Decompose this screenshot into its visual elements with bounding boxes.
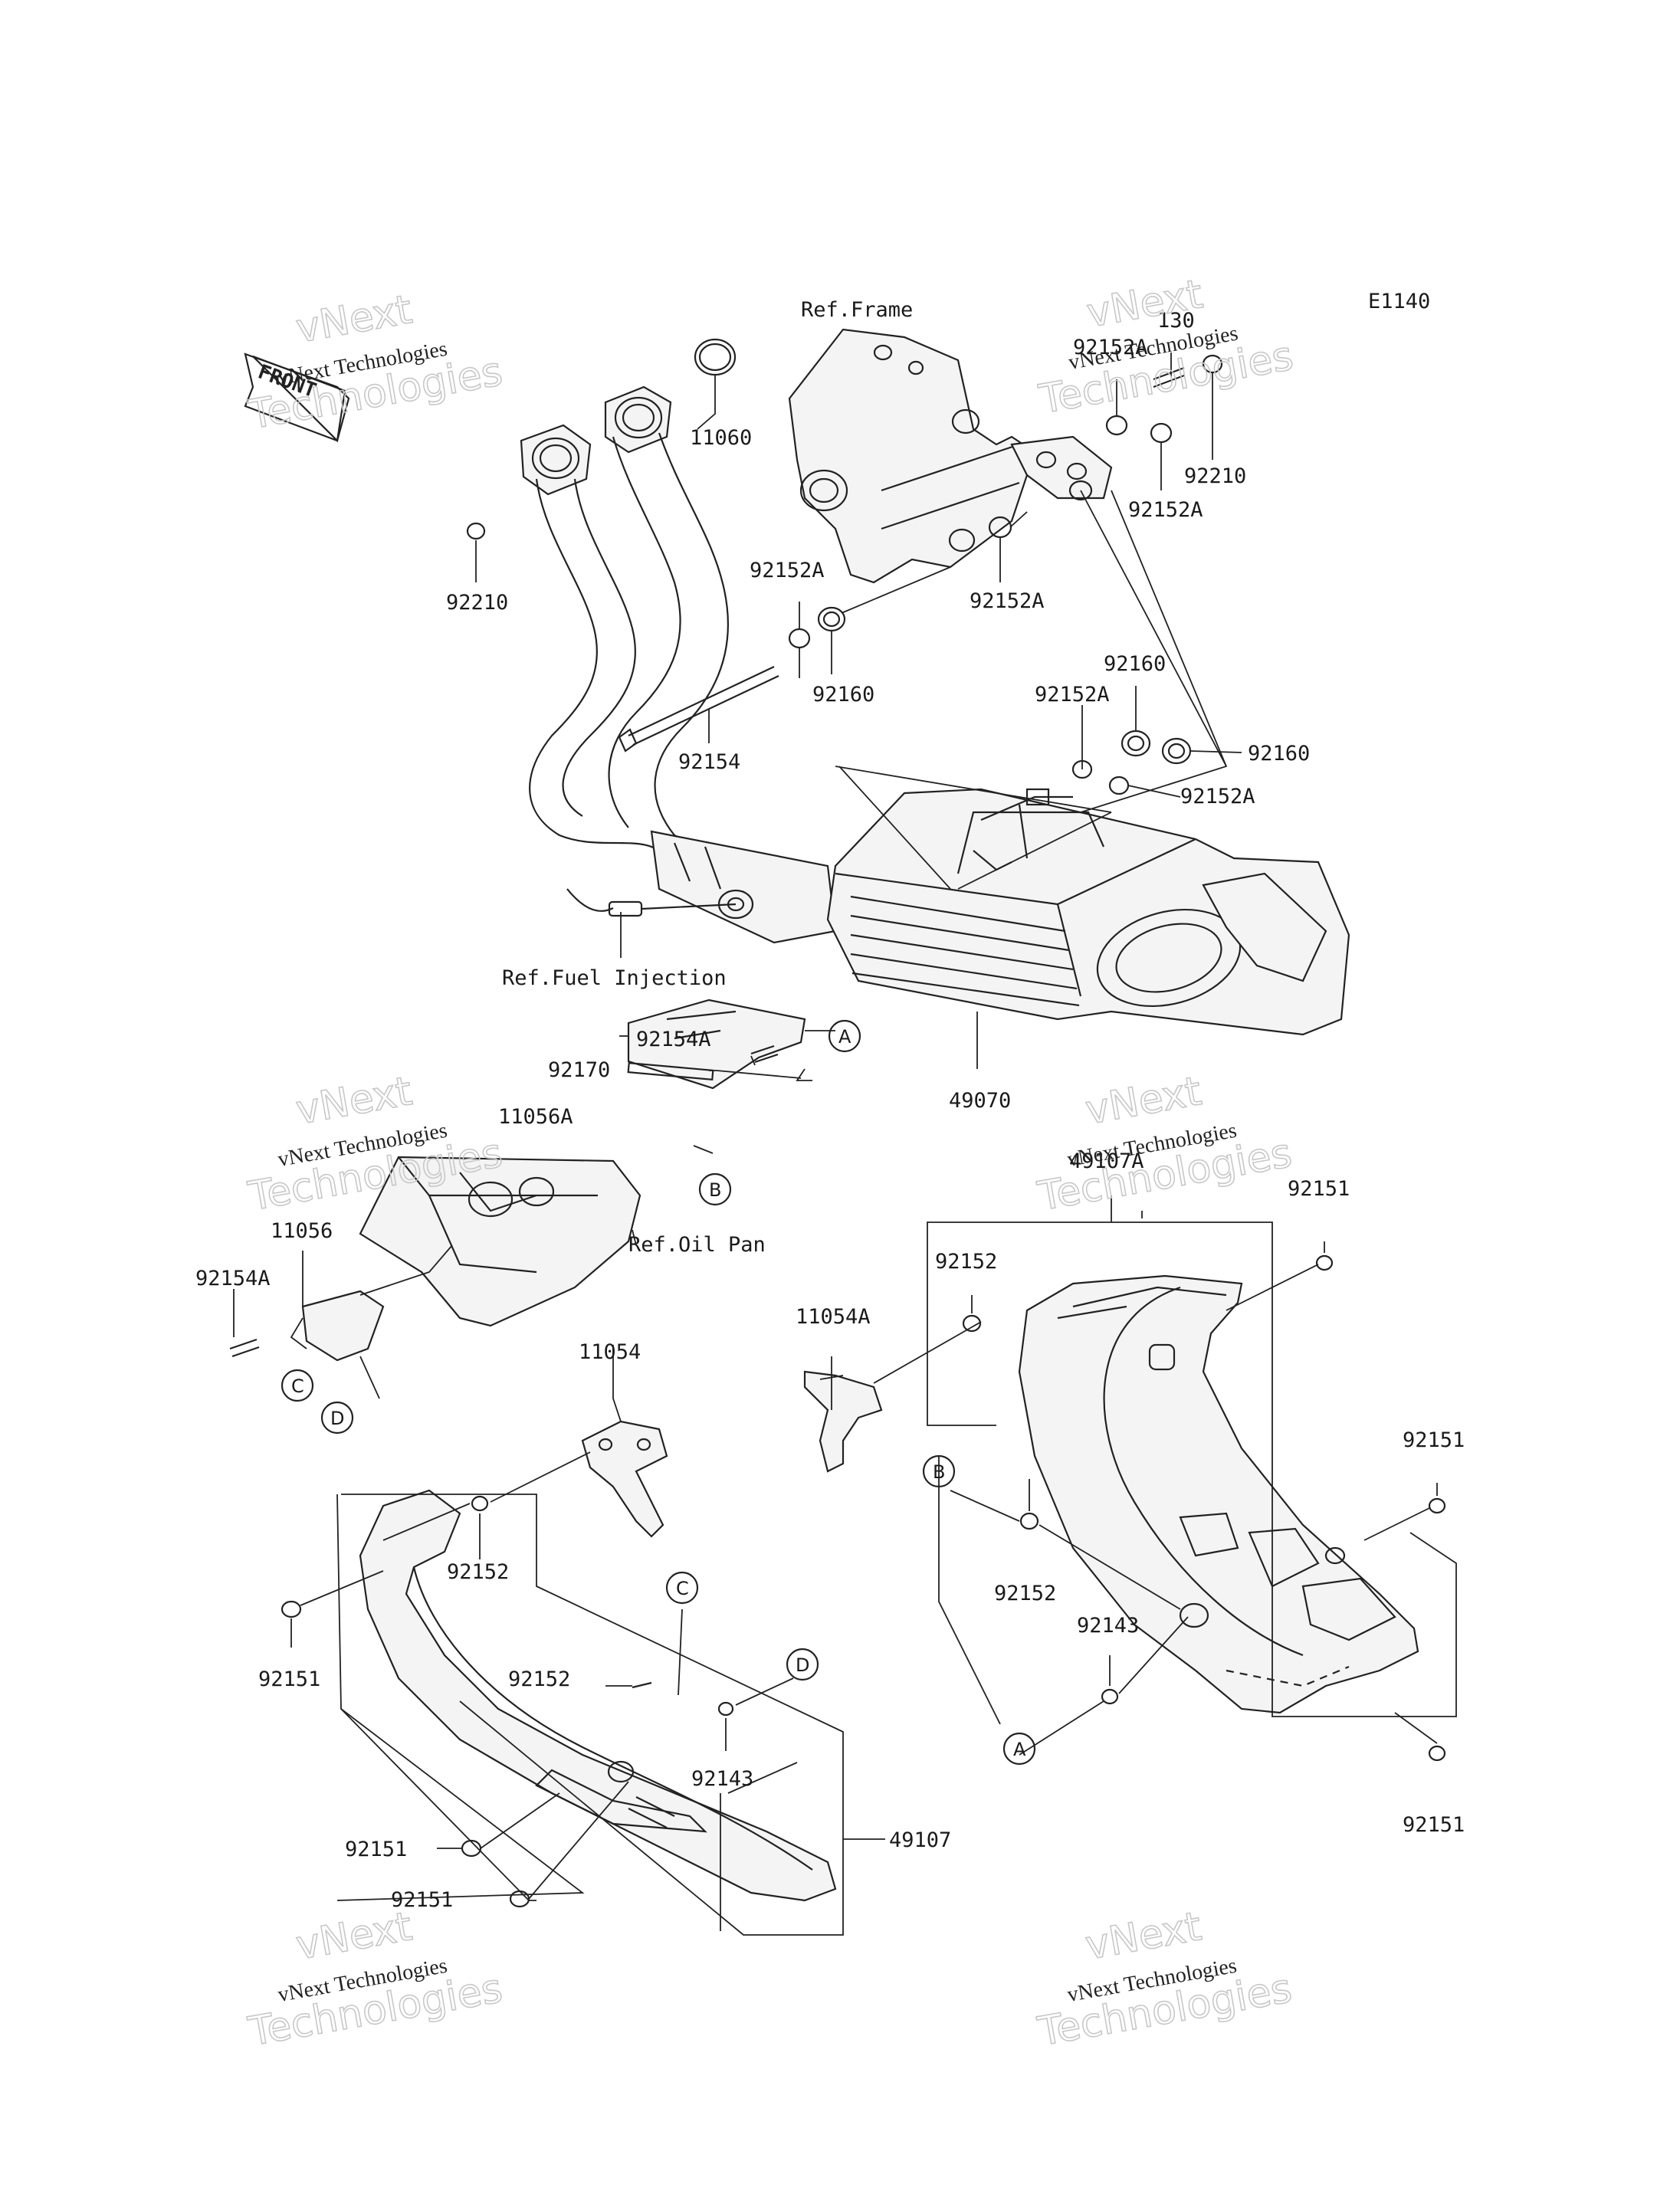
oil-pan-area (229, 998, 806, 1362)
plate-92170 (627, 1062, 714, 1080)
callout-A-top: A (828, 1019, 861, 1053)
callout-D-lower: D (786, 1648, 819, 1681)
callout-C-lower: C (665, 1571, 699, 1605)
svg-text:vNext: vNext (293, 1904, 415, 1969)
cover-49107 (359, 1420, 837, 1902)
callout-C-left: C (281, 1369, 314, 1402)
part-label-11054A: 11054A (796, 1305, 871, 1329)
part-label-92152-2: 92152 (447, 1560, 509, 1584)
part-label-130: 130 (1157, 309, 1195, 333)
svg-text:B: B (933, 1461, 945, 1483)
part-label-92152-3: 92152 (994, 1582, 1056, 1605)
part-label-92170: 92170 (548, 1058, 610, 1082)
exhaust-header-pipes (520, 338, 837, 944)
part-label-92151-6: 92151 (391, 1888, 453, 1912)
part-label-92154A-2: 92154A (195, 1267, 271, 1290)
grommet-92160-cover (1148, 1343, 1176, 1371)
bracket-11054 (581, 1420, 668, 1538)
part-label-49107A: 49107A (1069, 1149, 1144, 1173)
hardware-lower (281, 1254, 1446, 1908)
part-label-92154: 92154 (678, 750, 740, 774)
callout-D-left: D (320, 1401, 354, 1435)
part-label-92152-4: 92152 (508, 1667, 570, 1691)
svg-text:vNext: vNext (1082, 1904, 1205, 1969)
part-label-92210-right: 92210 (1184, 464, 1246, 488)
nut-92210-left (466, 522, 486, 540)
bracket-11054A (803, 1370, 883, 1473)
part-label-92152A-6: 92152A (1180, 785, 1255, 808)
ref-frame-label: Ref.Frame (801, 298, 913, 322)
part-label-92143-2: 92143 (691, 1767, 753, 1791)
part-label-92154A-1: 92154A (636, 1028, 711, 1051)
part-label-92151-2: 92151 (1403, 1428, 1465, 1452)
watermark-mid-right: vNext vNext Technologies Technologies (1034, 1067, 1296, 1221)
bolt-130 (1153, 366, 1185, 389)
part-label-92152-1: 92152 (935, 1250, 997, 1274)
nut-92210-right (1202, 354, 1223, 374)
svg-text:A: A (838, 1026, 851, 1048)
callouts: A B C D B A C D (281, 1019, 1036, 1766)
part-label-92151-5: 92151 (345, 1838, 407, 1861)
part-label-11056: 11056 (271, 1219, 333, 1243)
part-label-11060: 11060 (690, 426, 752, 450)
muffler-49070 (826, 788, 1350, 1036)
frame-bracket (788, 328, 1113, 584)
cover-49107A (803, 1274, 1419, 1714)
part-label-11056A: 11056A (498, 1105, 573, 1129)
part-label-11054: 11054 (579, 1340, 641, 1364)
watermark-top-left: vNext vNext Technologies Technologies (244, 286, 507, 439)
part-label-92151-3: 92151 (258, 1667, 320, 1691)
part-label-92160-1: 92160 (812, 683, 874, 707)
watermarks: vNext vNext Technologies Technologies vN… (244, 271, 1298, 2056)
part-label-92151-4: 92151 (1403, 1813, 1465, 1837)
bracket-11056 (301, 1290, 385, 1362)
callout-B-right: B (922, 1454, 956, 1488)
svg-text:C: C (676, 1578, 689, 1599)
svg-text:D: D (796, 1654, 809, 1676)
part-label-92152A-2: 92152A (1128, 498, 1203, 522)
part-label-49070: 49070 (949, 1089, 1011, 1113)
svg-text:vNext: vNext (1082, 1068, 1205, 1133)
bolt-92154A (750, 1044, 779, 1064)
ref-oil-pan-label: Ref.Oil Pan (628, 1233, 766, 1257)
watermark-top-right: vNext vNext Technologies Technologies (1035, 271, 1297, 424)
part-label-92160-3: 92160 (1248, 742, 1310, 766)
part-label-92143-1: 92143 (1077, 1614, 1139, 1638)
watermark-bottom-left: vNext vNext Technologies Technologies (244, 1903, 507, 2056)
bolt-92154A-lower (229, 1338, 260, 1358)
callout-B-top: B (698, 1172, 732, 1206)
leader-lines (233, 353, 1457, 1936)
svg-text:vNext: vNext (293, 287, 415, 352)
part-label-92152A-4: 92152A (970, 589, 1045, 613)
ref-fuel-injection-label: Ref.Fuel Injection (502, 966, 727, 990)
part-label-92152A-3: 92152A (750, 559, 825, 582)
svg-text:D: D (330, 1408, 344, 1429)
part-label-92152A-5: 92152A (1035, 683, 1110, 707)
part-labels: Ref.Frame 11060 92210 130 92152A 92210 9… (195, 298, 1465, 1912)
diagram-code: E1140 (1368, 290, 1430, 313)
part-label-92160-2: 92160 (1104, 652, 1166, 676)
part-label-92152A-1: 92152A (1073, 336, 1148, 359)
part-label-49107: 49107 (889, 1828, 951, 1852)
part-label-92210-left: 92210 (446, 591, 508, 615)
callout-A-right: A (1002, 1732, 1036, 1766)
svg-text:B: B (709, 1179, 721, 1201)
part-label-92151-1: 92151 (1288, 1177, 1350, 1201)
watermark-bottom-right: vNext vNext Technologies Technologies (1034, 1903, 1296, 2056)
svg-text:C: C (291, 1376, 304, 1397)
svg-text:vNext: vNext (293, 1068, 415, 1133)
svg-text:A: A (1013, 1739, 1026, 1760)
